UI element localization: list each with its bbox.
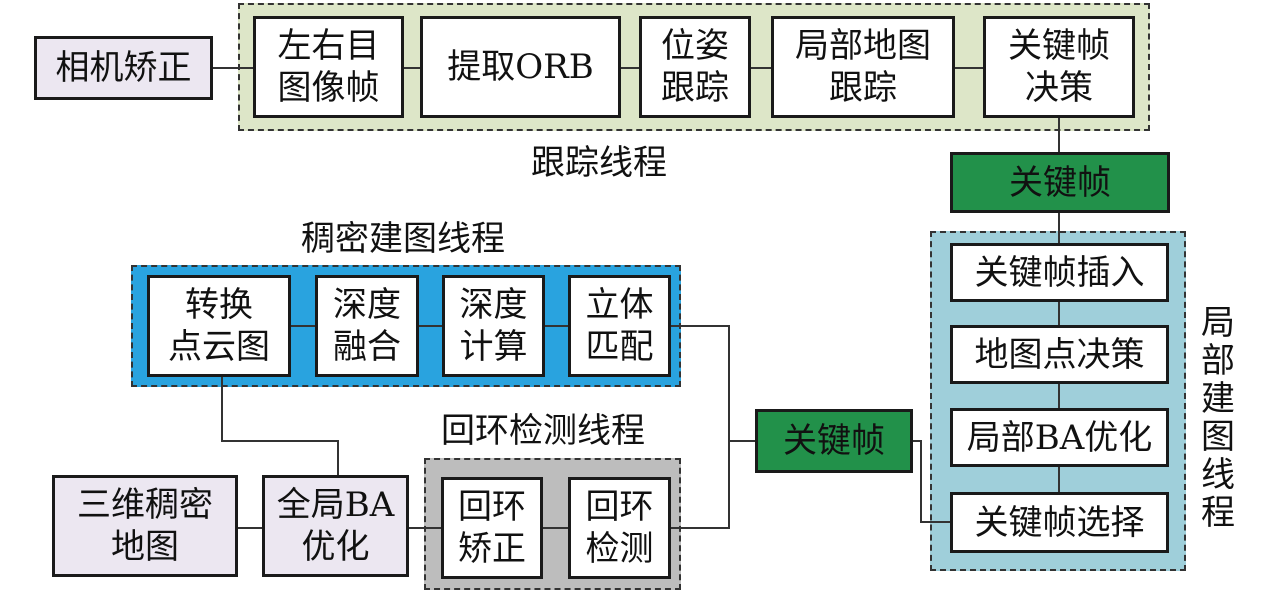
global-ba-node: 全局BA 优化 bbox=[262, 475, 409, 577]
mappoint-decision-node: 地图点决策 bbox=[950, 325, 1169, 384]
keyframe-mid-node: 关键帧 bbox=[755, 409, 913, 473]
keyframe-select-node: 关键帧选择 bbox=[950, 492, 1169, 553]
local-ba-node: 局部BA优化 bbox=[950, 408, 1169, 467]
depth-compute-node: 深度 计算 bbox=[442, 275, 545, 377]
loop-correct-node: 回环 矫正 bbox=[441, 477, 543, 579]
local-map-tracking-node: 局部地图 跟踪 bbox=[771, 16, 955, 118]
depth-fusion-node: 深度 融合 bbox=[315, 275, 419, 377]
edge-pointcloud-to-globalba bbox=[221, 377, 339, 475]
keyframe-insert-node: 关键帧插入 bbox=[950, 243, 1169, 302]
extract-orb-node: 提取ORB bbox=[420, 16, 621, 118]
edge-select-to-keyframe-mid bbox=[913, 440, 950, 523]
to-pointcloud-node: 转换 点云图 bbox=[147, 275, 291, 377]
keyframe-top-node: 关键帧 bbox=[950, 152, 1170, 213]
dense-mapping-thread-label: 稠密建图线程 bbox=[301, 219, 505, 259]
pose-tracking-node: 位姿 跟踪 bbox=[639, 16, 751, 118]
lr-frames-node: 左右目 图像帧 bbox=[253, 16, 404, 118]
loop-detect-node: 回环 检测 bbox=[568, 477, 671, 579]
edge-keyframe-mid-to-loopdetect bbox=[671, 441, 730, 529]
stereo-match-node: 立体 匹配 bbox=[568, 275, 671, 377]
edge-keyframe-mid-to-stereo bbox=[671, 325, 755, 442]
local-mapping-thread-label: 局 部 建 图 线 程 bbox=[1201, 303, 1235, 533]
dense-map-3d-node: 三维稠密 地图 bbox=[52, 475, 238, 577]
tracking-thread-label: 跟踪线程 bbox=[531, 143, 667, 183]
keyframe-decision-node: 关键帧 决策 bbox=[983, 16, 1135, 118]
loop-detection-thread-label: 回环检测线程 bbox=[441, 411, 645, 451]
camera-rectify-node: 相机矫正 bbox=[34, 36, 213, 100]
